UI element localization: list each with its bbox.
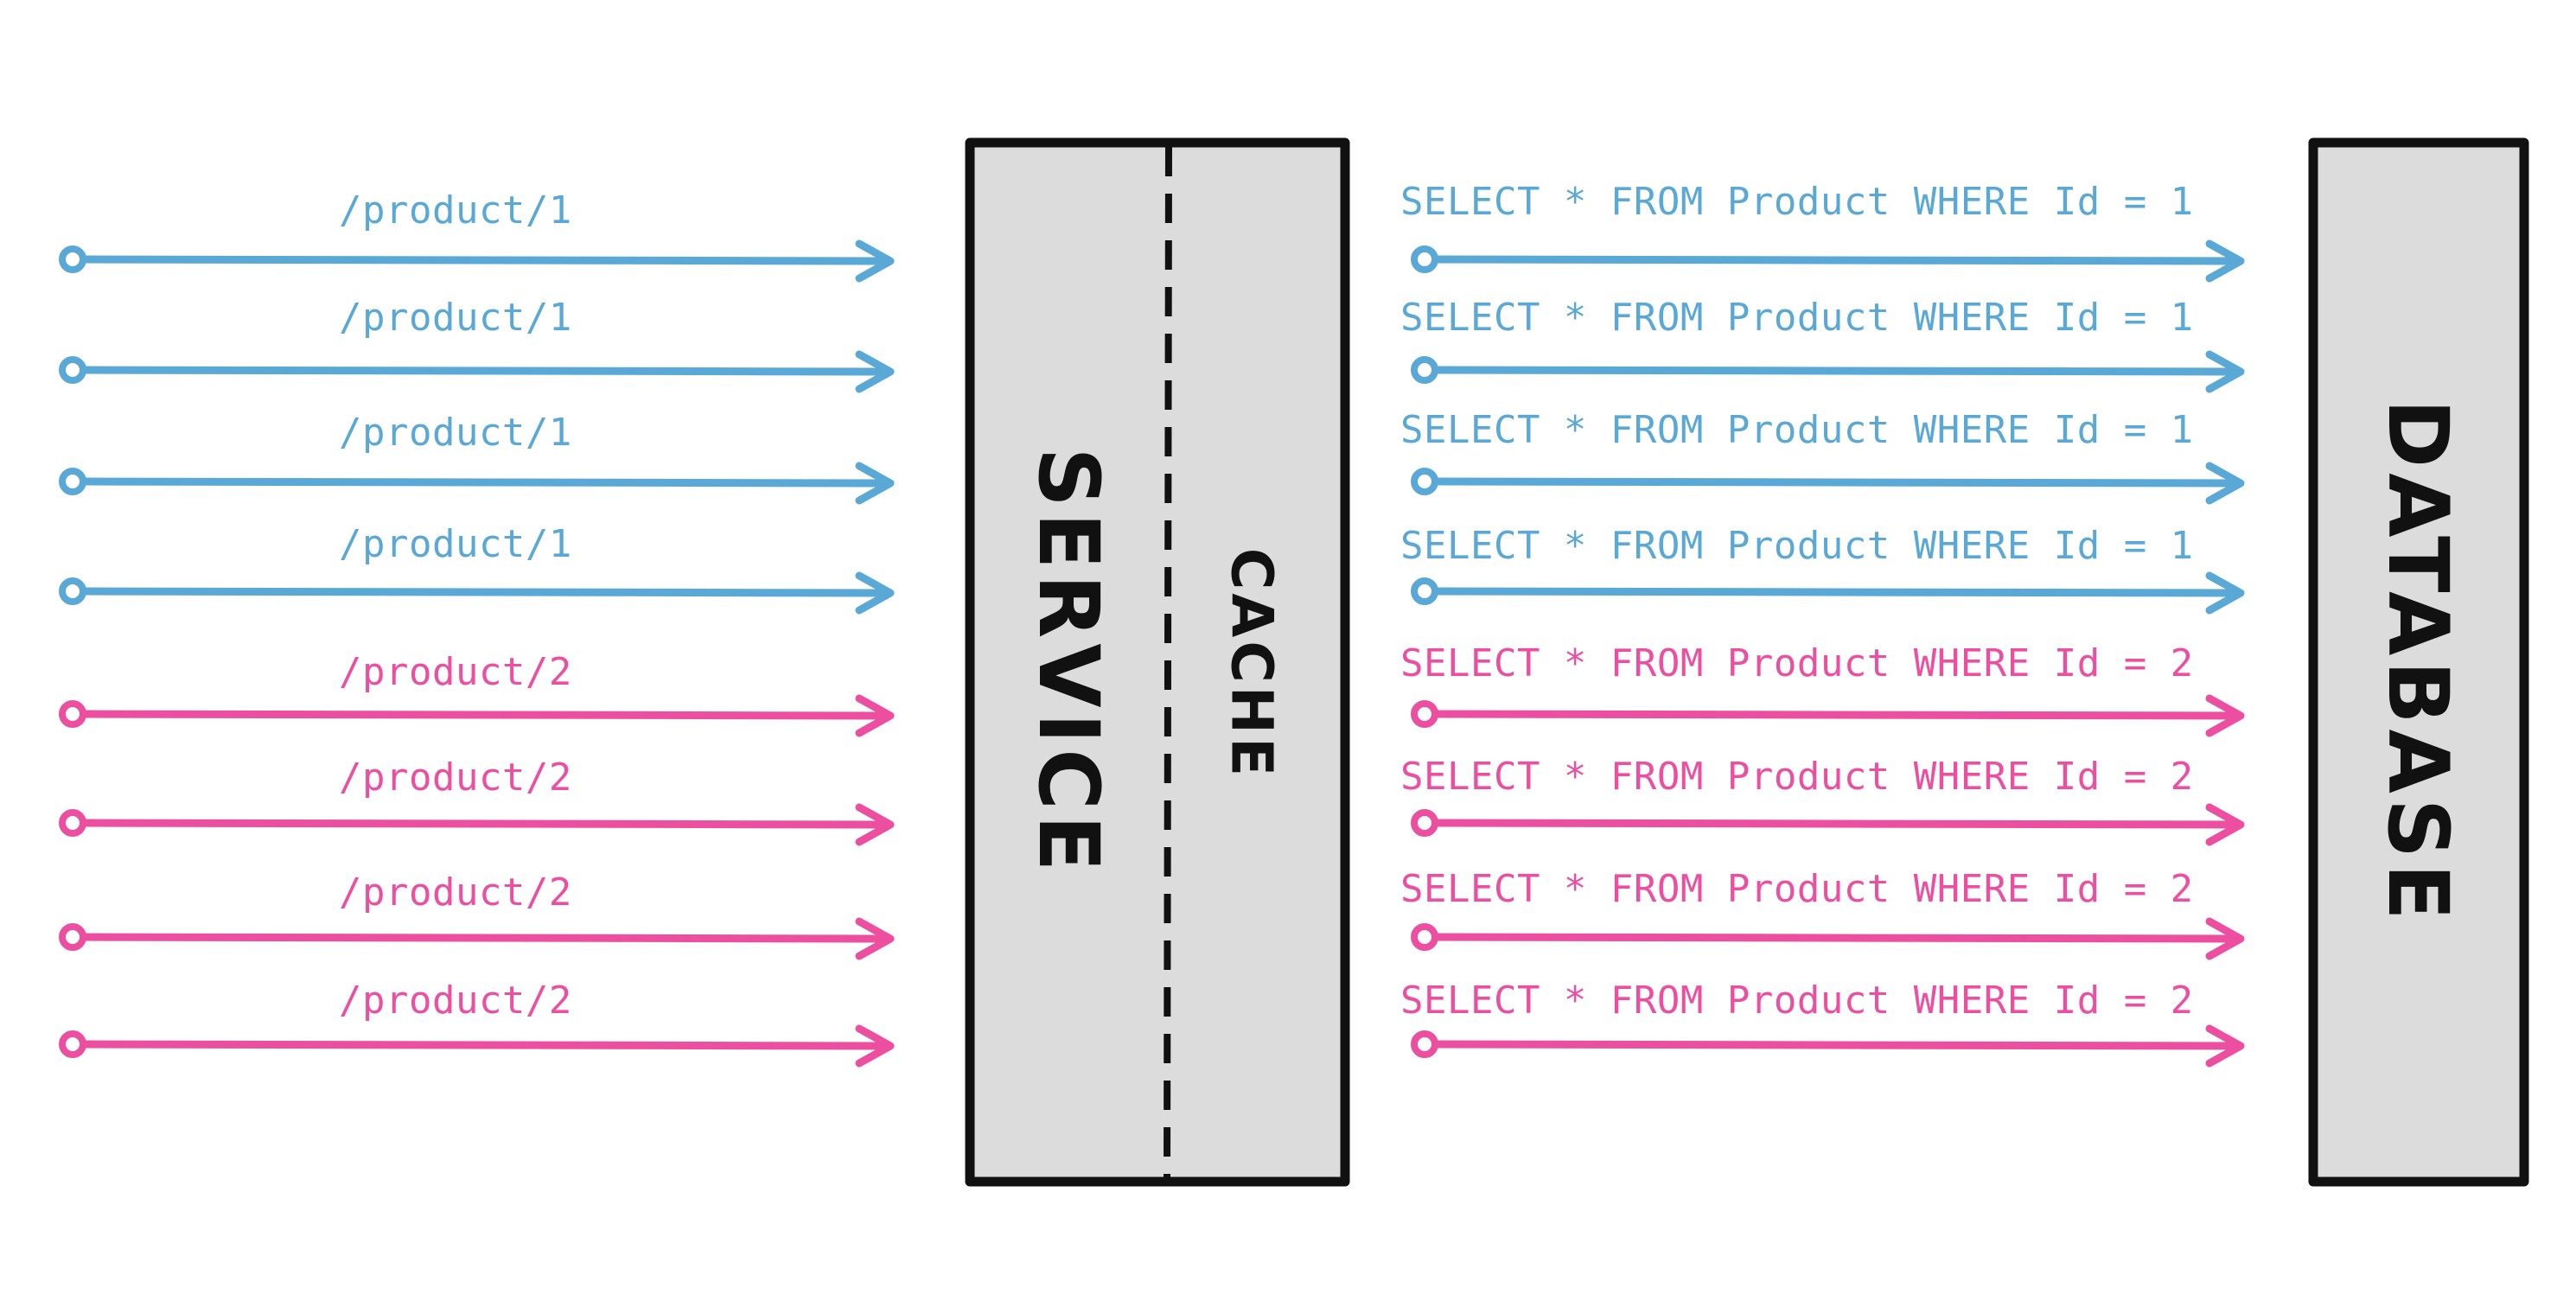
query-arrow-line: [1431, 366, 2241, 376]
query-arrow-start-dot: [1411, 1030, 1438, 1058]
query-label: SELECT * FROM Product WHERE Id = 2: [1400, 867, 2194, 911]
query-arrow: SELECT * FROM Product WHERE Id = 1: [1400, 296, 2245, 393]
query-arrow: SELECT * FROM Product WHERE Id = 2: [1400, 979, 2245, 1068]
request-arrow-head: [855, 803, 895, 846]
query-arrow: SELECT * FROM Product WHERE Id = 2: [1400, 755, 2245, 846]
request-arrow-line: [80, 1040, 891, 1050]
query-arrow-line: [1431, 587, 2241, 597]
query-arrow: SELECT * FROM Product WHERE Id = 2: [1400, 867, 2245, 960]
request-label: /product/2: [339, 870, 572, 915]
query-arrow-head: [2205, 803, 2245, 846]
query-arrow: SELECT * FROM Product WHERE Id = 2: [1400, 641, 2245, 737]
query-arrows: SELECT * FROM Product WHERE Id = 1 SELECT…: [1400, 180, 2245, 1068]
query-arrow: SELECT * FROM Product WHERE Id = 1: [1400, 524, 2245, 615]
request-label: /product/2: [339, 756, 572, 800]
request-arrow-head: [855, 462, 895, 505]
query-arrow-head: [2205, 462, 2245, 505]
service-label: SERVICE: [1020, 448, 1117, 877]
request-arrow-start-dot: [59, 468, 86, 495]
query-label: SELECT * FROM Product WHERE Id = 2: [1400, 979, 2194, 1023]
request-arrow: /product/1: [59, 522, 895, 615]
request-arrows: /product/1/product/1/product/1/product/1…: [59, 188, 895, 1068]
cache-divider: [1164, 146, 1172, 1178]
request-arrow-start-dot: [59, 923, 86, 951]
request-arrow-head: [855, 571, 895, 615]
request-arrow-line: [80, 710, 891, 720]
request-label: /product/1: [339, 296, 572, 340]
request-label: /product/1: [339, 188, 572, 233]
request-arrow: /product/1: [59, 188, 895, 283]
query-arrow-line: [1431, 1040, 2241, 1050]
query-arrow-head: [2205, 239, 2245, 283]
query-arrow-start-dot: [1411, 356, 1438, 384]
query-arrow-line: [1431, 477, 2241, 488]
query-label: SELECT * FROM Product WHERE Id = 1: [1400, 296, 2194, 340]
request-arrow-start-dot: [59, 245, 86, 273]
query-arrow-head: [2205, 350, 2245, 393]
query-arrow-start-dot: [1411, 700, 1438, 728]
query-arrow-head: [2205, 1024, 2245, 1068]
request-arrow: /product/1: [59, 411, 895, 505]
request-arrow: /product/2: [59, 650, 895, 737]
query-arrow-start-dot: [1411, 245, 1438, 273]
query-arrow-line: [1431, 933, 2241, 943]
query-arrow: SELECT * FROM Product WHERE Id = 1: [1400, 408, 2245, 505]
request-arrow: /product/2: [59, 870, 895, 960]
query-arrow-head: [2205, 571, 2245, 615]
request-arrow-start-dot: [59, 700, 86, 728]
query-label: SELECT * FROM Product WHERE Id = 2: [1400, 641, 2194, 685]
request-arrow-head: [855, 239, 895, 283]
query-arrow-start-dot: [1411, 809, 1438, 837]
request-arrow-line: [80, 366, 891, 376]
query-arrow-start-dot: [1411, 468, 1438, 495]
request-arrow-line: [80, 933, 891, 943]
query-arrow-line: [1431, 819, 2241, 829]
query-arrow-line: [1431, 710, 2241, 720]
request-arrow-line: [80, 587, 891, 597]
request-label: /product/1: [339, 522, 572, 566]
database-box: DATABASE: [2308, 137, 2529, 1187]
database-label: DATABASE: [2369, 398, 2466, 925]
query-arrow-head: [2205, 694, 2245, 737]
service-box: SERVICE CACHE: [965, 137, 1350, 1187]
query-label: SELECT * FROM Product WHERE Id = 1: [1400, 524, 2194, 568]
request-arrow-start-dot: [59, 809, 86, 837]
query-arrow: SELECT * FROM Product WHERE Id = 1: [1400, 180, 2245, 283]
query-label: SELECT * FROM Product WHERE Id = 2: [1400, 755, 2194, 799]
request-arrow-head: [855, 917, 895, 960]
database-box-shape: [2308, 137, 2529, 1187]
query-arrow-start-dot: [1411, 577, 1438, 605]
query-label: SELECT * FROM Product WHERE Id = 1: [1400, 180, 2194, 224]
request-arrow: /product/2: [59, 979, 895, 1068]
request-arrow-start-dot: [59, 577, 86, 605]
request-arrow-start-dot: [59, 356, 86, 384]
request-label: /product/1: [339, 411, 572, 455]
request-arrow-head: [855, 350, 895, 393]
service-box-shape: [965, 137, 1350, 1187]
request-arrow: /product/2: [59, 756, 895, 846]
request-arrow-line: [80, 819, 891, 829]
query-arrow-line: [1431, 255, 2241, 265]
query-arrow-start-dot: [1411, 923, 1438, 951]
request-arrow-start-dot: [59, 1030, 86, 1058]
request-arrow-head: [855, 1024, 895, 1068]
request-arrow-line: [80, 255, 891, 265]
query-arrow-head: [2205, 917, 2245, 960]
request-label: /product/2: [339, 979, 572, 1023]
query-label: SELECT * FROM Product WHERE Id = 1: [1400, 408, 2194, 452]
request-arrow-line: [80, 477, 891, 488]
request-arrow: /product/1: [59, 296, 895, 393]
cache-label: CACHE: [1219, 548, 1285, 780]
request-arrow-head: [855, 694, 895, 737]
request-label: /product/2: [339, 650, 572, 694]
